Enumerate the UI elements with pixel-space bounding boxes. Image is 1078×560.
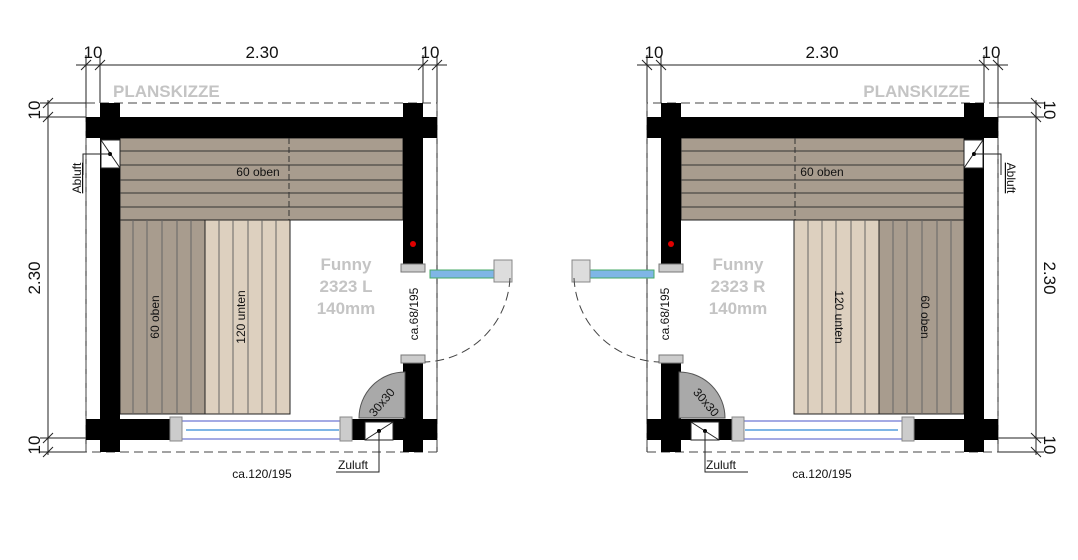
model-thickness: 140mm — [709, 299, 768, 318]
zuluft-label: Zuluft — [338, 458, 369, 472]
dim-top-right: 10 — [982, 43, 1001, 62]
dim-side-mid: 2.30 — [25, 261, 44, 294]
dim-side-bottom: 10 — [1040, 436, 1059, 455]
plan-left-geometry — [39, 54, 513, 473]
model-name: Funny — [321, 255, 373, 274]
dim-top-mid: 2.30 — [245, 43, 278, 62]
dim-side-mid: 2.30 — [1040, 261, 1059, 294]
abluft-label: Abluft — [70, 162, 84, 193]
dim-top-mid: 2.30 — [805, 43, 838, 62]
planskizze-label: PLANSKIZZE — [863, 82, 970, 101]
dim-side-bottom: 10 — [25, 436, 44, 455]
model-code: 2323 R — [711, 277, 766, 296]
model-thickness: 140mm — [317, 299, 376, 318]
dim-top-left: 10 — [84, 43, 103, 62]
plan-left-labels: 10 2.30 10 10 2.30 10 PLANSKIZZE Abluft … — [25, 43, 439, 481]
model-name: Funny — [713, 255, 765, 274]
window-label: ca.120/195 — [232, 467, 292, 481]
bench-upper-label: 60 oben — [148, 295, 162, 338]
dim-top-right: 10 — [421, 43, 440, 62]
door-label: ca.68/195 — [658, 287, 672, 340]
plan-right-geometry — [571, 54, 1045, 473]
window-label: ca.120/195 — [792, 467, 852, 481]
dim-side-top: 10 — [1040, 101, 1059, 120]
bench-upper-label: 60 oben — [918, 295, 932, 338]
bench-lower-label: 120 unten — [234, 290, 248, 343]
planskizze-label: PLANSKIZZE — [113, 82, 220, 101]
bench-top-label: 60 oben — [236, 165, 279, 179]
abluft-label: Abluft — [1004, 163, 1018, 194]
dim-side-top: 10 — [25, 101, 44, 120]
model-code: 2323 L — [320, 277, 373, 296]
bench-lower-label: 120 unten — [832, 290, 846, 343]
dim-top-left: 10 — [645, 43, 664, 62]
bench-top-label: 60 oben — [800, 165, 843, 179]
plan-right-labels: 10 2.30 10 10 2.30 10 PLANSKIZZE Abluft … — [645, 43, 1059, 481]
door-label: ca.68/195 — [407, 287, 421, 340]
zuluft-label: Zuluft — [706, 458, 737, 472]
